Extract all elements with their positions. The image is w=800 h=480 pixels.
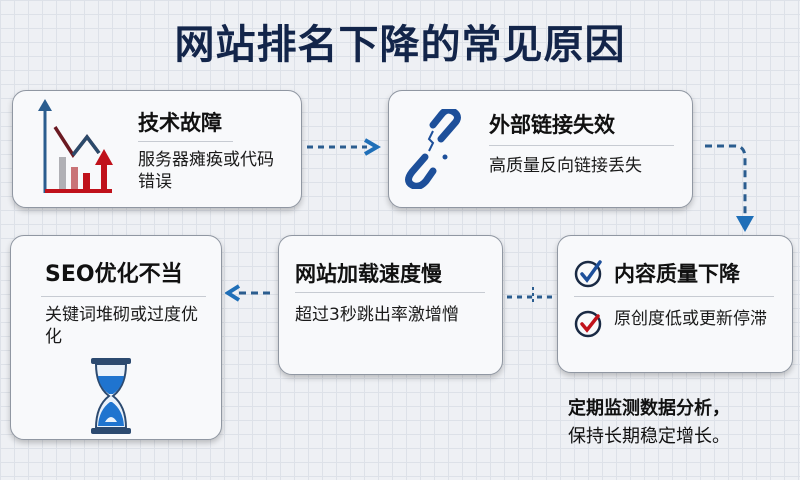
card-title: SEO优化不当 [45, 262, 183, 287]
check-circle-red-icon [574, 310, 602, 338]
bar-line-chart-icon [38, 99, 113, 193]
card-external-links: 外部链接失效 高质量反向链接丢失 [388, 90, 693, 208]
hourglass-icon [91, 358, 131, 434]
divider [489, 145, 674, 146]
divider [574, 296, 774, 297]
divider [295, 292, 485, 293]
broken-link-icon [405, 109, 461, 189]
card-description: 关键词堆砌或过度优化 [45, 305, 198, 347]
flow-arrow-down [705, 144, 754, 232]
footer-note: 定期监测数据分析， 保持长期稳定增长。 [568, 395, 730, 451]
divider [138, 141, 233, 142]
card-title: 外部链接失效 [489, 113, 615, 137]
card-content-quality: 内容质量下降 原创度低或更新停滞 [557, 235, 793, 373]
card-load-speed: 网站加载速度慢 超过3秒跳出率激增憎 [278, 235, 503, 375]
page-title: 网站排名下降的常见原因 [174, 22, 626, 68]
footer-line-2: 保持长期稳定增长。 [568, 426, 730, 447]
card-title: 网站加载速度慢 [295, 262, 442, 286]
card-description: 服务器瘫痪或代码错误 [138, 150, 274, 192]
card-title: 内容质量下降 [614, 262, 740, 286]
check-circle-icon [574, 260, 602, 288]
flow-connector-dashed [507, 287, 555, 305]
footer-line-1: 定期监测数据分析， [568, 398, 730, 419]
card-title: 技术故障 [138, 111, 222, 135]
flow-arrow-right [307, 138, 381, 156]
card-description: 原创度低或更新停滞 [614, 309, 767, 329]
flow-arrow-left [225, 284, 275, 302]
card-description: 超过3秒跳出率激增憎 [295, 305, 459, 325]
card-seo: SEO优化不当 关键词堆砌或过度优化 [10, 235, 222, 440]
card-description: 高质量反向链接丢失 [489, 156, 642, 176]
divider [41, 296, 206, 297]
card-tech-failure: 技术故障 服务器瘫痪或代码错误 [12, 90, 302, 208]
